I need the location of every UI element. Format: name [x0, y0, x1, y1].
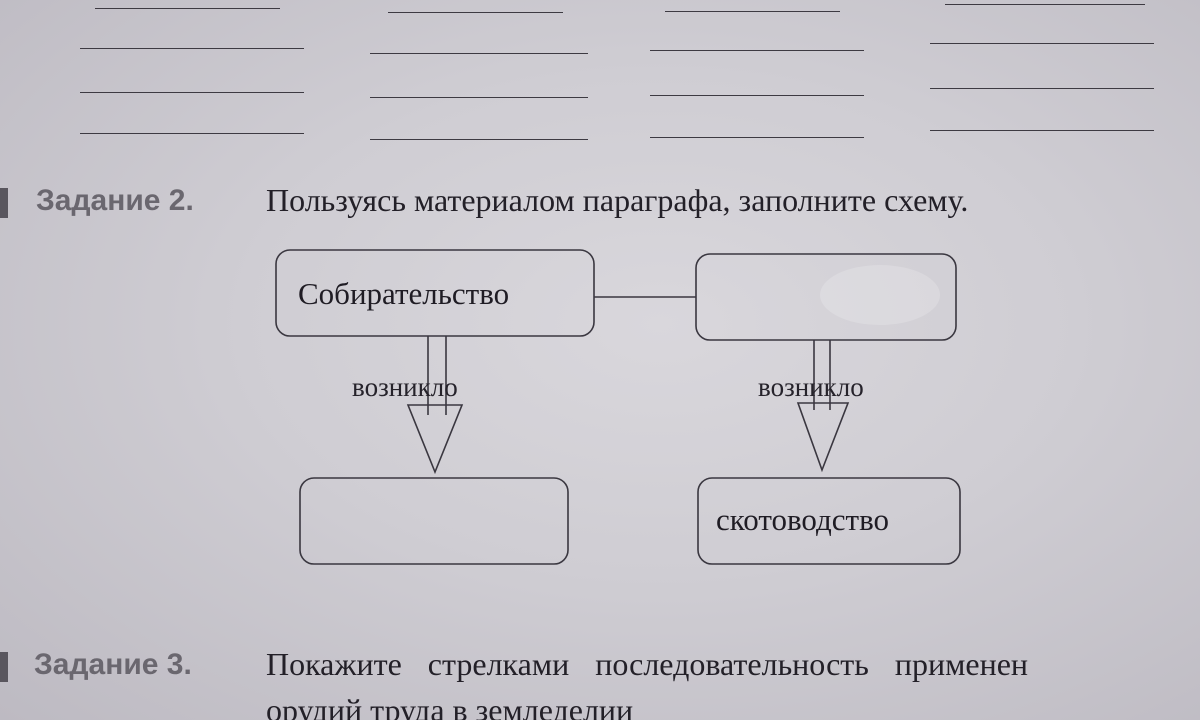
- answer-line: [370, 97, 588, 98]
- answer-line: [95, 8, 280, 9]
- answer-line: [945, 4, 1145, 5]
- box-bottom-right-text: скотоводство: [716, 502, 890, 537]
- task-2-heading: Задание 2. Пользуясь материалом параграф…: [0, 180, 1200, 230]
- box-bottom-left-frame: [299, 477, 569, 565]
- scheme-graphics: [275, 249, 961, 565]
- answer-line: [930, 130, 1154, 131]
- arrow-left-head: [406, 404, 464, 475]
- task-2-label: Задание 2.: [36, 184, 194, 217]
- answer-line: [930, 43, 1154, 44]
- task-bullet: [0, 188, 8, 218]
- task-3-heading: Задание 3. Покажите стрелками последоват…: [0, 640, 1200, 720]
- box-top-left-frame: [275, 249, 595, 337]
- answer-line: [388, 12, 563, 13]
- box-bottom-right-frame: [697, 477, 961, 565]
- box-top-left-text: Собирательство: [298, 276, 510, 311]
- answer-line: [650, 50, 864, 51]
- scheme-diagram: возникло возникло Собирательство скотово…: [0, 240, 1200, 580]
- task-bullet: [0, 652, 8, 682]
- task-3-instruction-line-2: орудий труда в земледелии: [266, 692, 634, 720]
- task-3-label: Задание 3.: [34, 648, 192, 681]
- answer-line: [370, 139, 588, 140]
- answer-line: [80, 133, 304, 134]
- arrow-right-head: [796, 402, 850, 473]
- answer-line: [665, 11, 840, 12]
- answer-line: [930, 88, 1154, 89]
- answer-line: [650, 137, 864, 138]
- answer-lines: [0, 0, 1200, 160]
- task-2-instruction: Пользуясь материалом параграфа, заполнит…: [266, 182, 969, 218]
- arrow-right-label: возникло: [758, 372, 864, 402]
- answer-line: [650, 95, 864, 96]
- answer-line: [370, 53, 588, 54]
- task-3-instruction: Покажите стрелками последовательность пр…: [266, 646, 1029, 682]
- arrow-left-label: возникло: [352, 372, 458, 402]
- answer-line: [80, 48, 304, 49]
- answer-line: [80, 92, 304, 93]
